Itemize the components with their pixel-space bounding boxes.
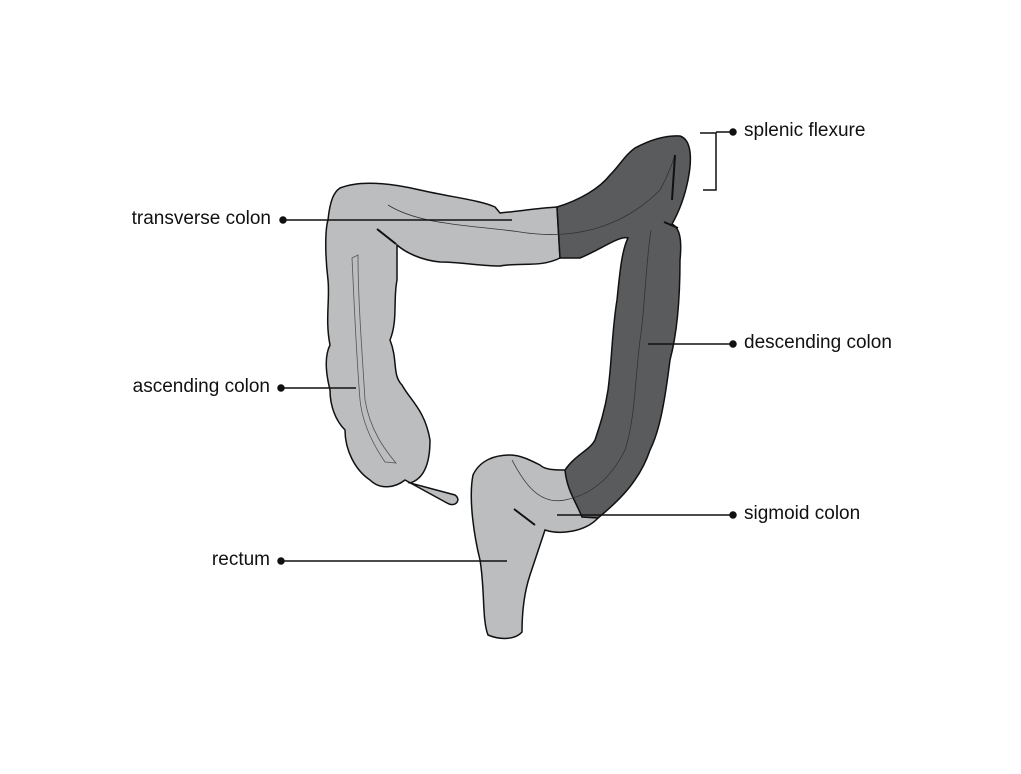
inner-line xyxy=(351,254,397,464)
fold-line xyxy=(376,154,679,526)
inner-line xyxy=(511,229,652,502)
label-descending-colon: descending colon xyxy=(744,332,892,353)
label-ascending-colon: ascending colon xyxy=(132,376,270,397)
label-splenic-flexure: splenic flexure xyxy=(744,120,866,141)
label-sigmoid-colon: sigmoid colon xyxy=(744,503,861,524)
splenic-descending-colon xyxy=(556,135,692,519)
label-transverse-colon: transverse colon xyxy=(131,208,271,229)
inner-line xyxy=(387,154,676,235)
label-rectum: rectum xyxy=(211,549,270,570)
sigmoid-rectum xyxy=(470,454,599,640)
ascending-transverse-colon xyxy=(325,182,561,506)
